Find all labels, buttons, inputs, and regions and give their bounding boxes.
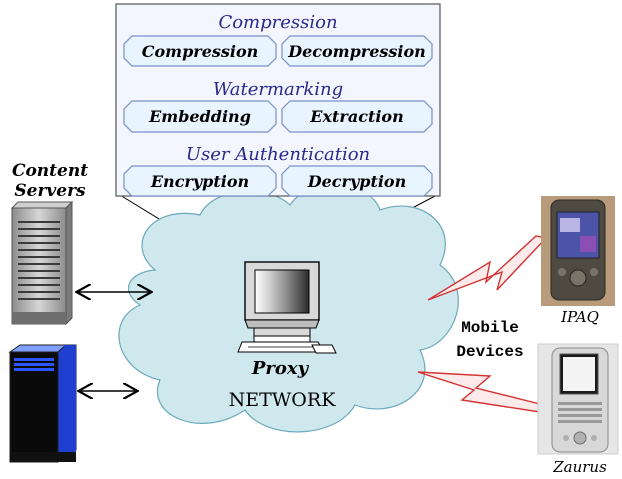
- decryption-button[interactable]: Decryption: [281, 165, 433, 197]
- content-server-tower: [8, 344, 77, 463]
- proxy-label: Proxy: [251, 358, 310, 379]
- group-title-watermarking: Watermarking: [213, 79, 343, 100]
- embedding-button-label: Embedding: [148, 107, 251, 126]
- decryption-button-label: Decryption: [307, 172, 406, 191]
- decompression-button-label: Decompression: [287, 42, 426, 61]
- ipaq-device-image: [541, 196, 615, 306]
- mobile-devices-label-line2: Devices: [456, 343, 523, 361]
- decompression-button[interactable]: Decompression: [281, 35, 433, 67]
- embedding-button[interactable]: Embedding: [123, 100, 277, 133]
- extraction-button-label: Extraction: [309, 107, 403, 126]
- content-servers-label-line1: Content: [12, 161, 88, 181]
- mobile-devices-label-line1: Mobile: [461, 319, 519, 337]
- wireless-link-zaurus-bolt: [417, 371, 541, 413]
- compression-button-label: Compression: [142, 42, 259, 61]
- zaurus-device-image: [537, 343, 619, 455]
- extraction-button[interactable]: Extraction: [281, 100, 433, 133]
- content-servers-label-line2: Servers: [14, 181, 86, 201]
- compression-button[interactable]: Compression: [123, 35, 277, 67]
- zaurus-label: Zaurus: [552, 458, 607, 476]
- ipaq-label: IPAQ: [560, 308, 599, 326]
- proxy-computer-icon: [237, 261, 337, 354]
- group-title-compression: Compression: [218, 12, 337, 33]
- group-title-user-authentication: User Authentication: [186, 144, 370, 165]
- content-server-rack: [10, 200, 74, 326]
- encryption-button-label: Encryption: [150, 172, 249, 191]
- encryption-button[interactable]: Encryption: [123, 165, 277, 197]
- network-label: NETWORK: [229, 389, 337, 411]
- processing-panel: Compression Compression Decompression Wa…: [115, 3, 441, 197]
